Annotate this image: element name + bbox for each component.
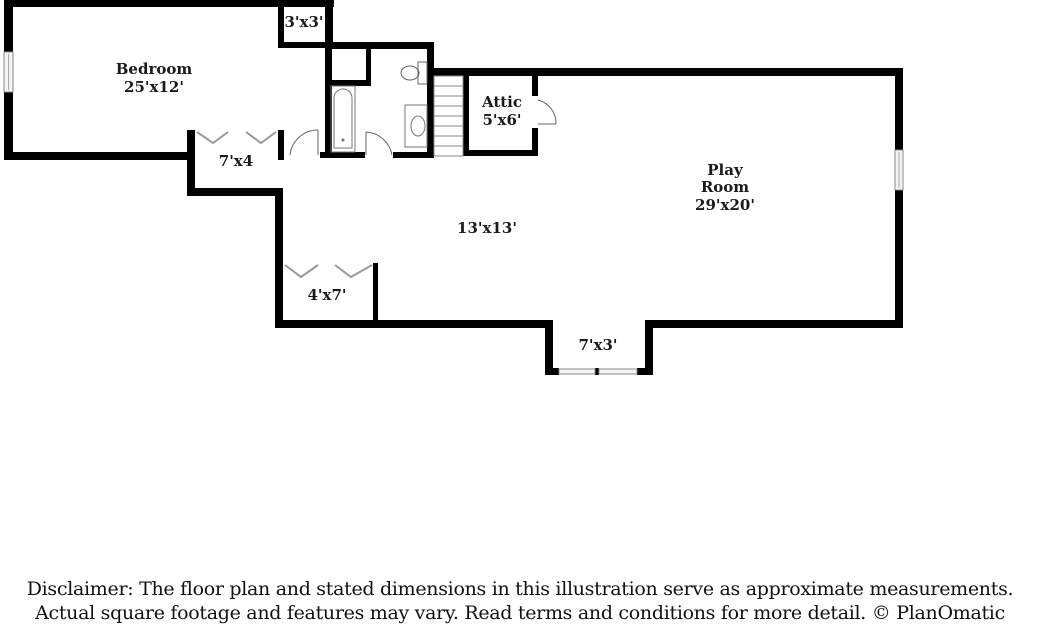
bifold-doors	[196, 131, 373, 279]
playroom-name-line2: Room	[701, 178, 749, 196]
bay-dimensions: 7'x3'	[578, 336, 617, 354]
hall-dimensions: 13'x13'	[457, 219, 517, 237]
room-labels: Bedroom 25'x12' 3'x3' 7'x4 Attic 5'x6' P…	[116, 13, 755, 354]
attic-dimensions: 5'x6'	[482, 111, 521, 129]
attic-name: Attic	[481, 93, 522, 111]
toilet-icon	[400, 61, 428, 85]
closet-hall-dimensions: 4'x7'	[307, 286, 346, 304]
stairs	[433, 75, 464, 157]
bedroom-dimensions: 25'x12'	[124, 78, 184, 96]
playroom-dimensions: 29'x20'	[695, 196, 755, 214]
walls	[4, 0, 903, 375]
closet-bedroom-dimensions: 7'x4	[219, 152, 253, 170]
closet-top-dimensions: 3'x3'	[284, 13, 323, 31]
disclaimer-line-2: Actual square footage and features may v…	[35, 602, 1005, 624]
windows	[3, 51, 904, 375]
swing-doors	[289, 99, 557, 156]
bedroom-name: Bedroom	[116, 60, 193, 78]
disclaimer-line-1: Disclaimer: The floor plan and stated di…	[26, 578, 1014, 600]
floor-plan: Bedroom 25'x12' 3'x3' 7'x4 Attic 5'x6' P…	[3, 0, 904, 375]
playroom-name-line1: Play	[707, 161, 744, 179]
sink-icon	[404, 104, 428, 148]
bathtub-icon	[330, 85, 356, 153]
